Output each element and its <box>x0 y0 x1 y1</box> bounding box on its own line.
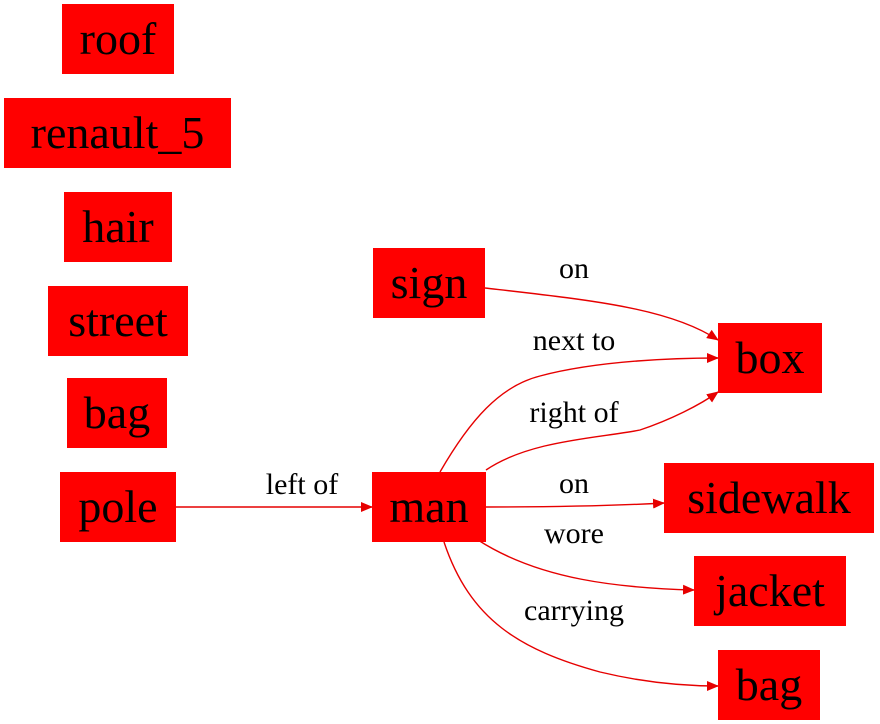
node-box <box>60 472 176 542</box>
node-box <box>718 650 820 720</box>
node-street: street <box>48 286 188 356</box>
edge-man-box-right: right of <box>485 391 719 471</box>
edge-label: on <box>559 467 589 500</box>
edges-layer: left of on next to right of on wore carrying <box>176 252 719 691</box>
edge-label: wore <box>544 517 604 550</box>
node-label: man <box>389 481 468 532</box>
node-hair: hair <box>64 192 172 262</box>
node-label: jacket <box>713 565 825 616</box>
node-renault-5: renault_5 <box>4 98 231 168</box>
edge-label: left of <box>266 468 338 501</box>
node-box <box>372 472 486 542</box>
edge-label: right of <box>529 396 618 429</box>
node-box: box <box>718 323 822 393</box>
node-box <box>64 192 172 262</box>
edge-line <box>477 539 695 595</box>
node-box <box>62 4 174 74</box>
node-man: man <box>372 472 486 542</box>
edge-man-sidewalk: on <box>485 467 665 509</box>
node-box <box>718 323 822 393</box>
edge-man-box-next: next to <box>439 324 719 473</box>
node-label: box <box>736 332 805 383</box>
node-label: bag <box>736 659 802 710</box>
node-box <box>48 286 188 356</box>
edge-line <box>485 498 665 509</box>
node-label: sign <box>391 257 468 308</box>
node-label: street <box>68 295 168 346</box>
node-box <box>664 463 874 533</box>
edge-sign-box: on <box>484 252 719 341</box>
node-label: hair <box>82 201 154 252</box>
node-label: renault_5 <box>31 107 205 158</box>
edge-line <box>439 353 719 473</box>
node-label: sidewalk <box>687 472 851 523</box>
node-label: roof <box>80 13 157 64</box>
node-box <box>4 98 231 168</box>
edge-man-jacket: wore <box>477 517 695 595</box>
node-label: pole <box>78 481 157 532</box>
edge-label: carrying <box>524 594 624 627</box>
edge-man-bag: carrying <box>443 541 719 691</box>
node-sign: sign <box>373 248 485 318</box>
edge-label: on <box>559 252 589 285</box>
node-sidewalk: sidewalk <box>664 463 874 533</box>
node-label: bag <box>84 387 150 438</box>
edge-line <box>484 287 719 341</box>
edge-line <box>485 391 719 471</box>
node-box <box>694 556 846 626</box>
node-roof: roof <box>62 4 174 74</box>
node-jacket: jacket <box>694 556 846 626</box>
node-pole: pole <box>60 472 176 542</box>
node-box <box>67 378 167 448</box>
edge-pole-man: left of <box>176 468 373 512</box>
edge-line <box>443 541 719 691</box>
edge-label: next to <box>533 324 616 357</box>
node-bag-right: bag <box>718 650 820 720</box>
node-box <box>373 248 485 318</box>
node-bag-left: bag <box>67 378 167 448</box>
